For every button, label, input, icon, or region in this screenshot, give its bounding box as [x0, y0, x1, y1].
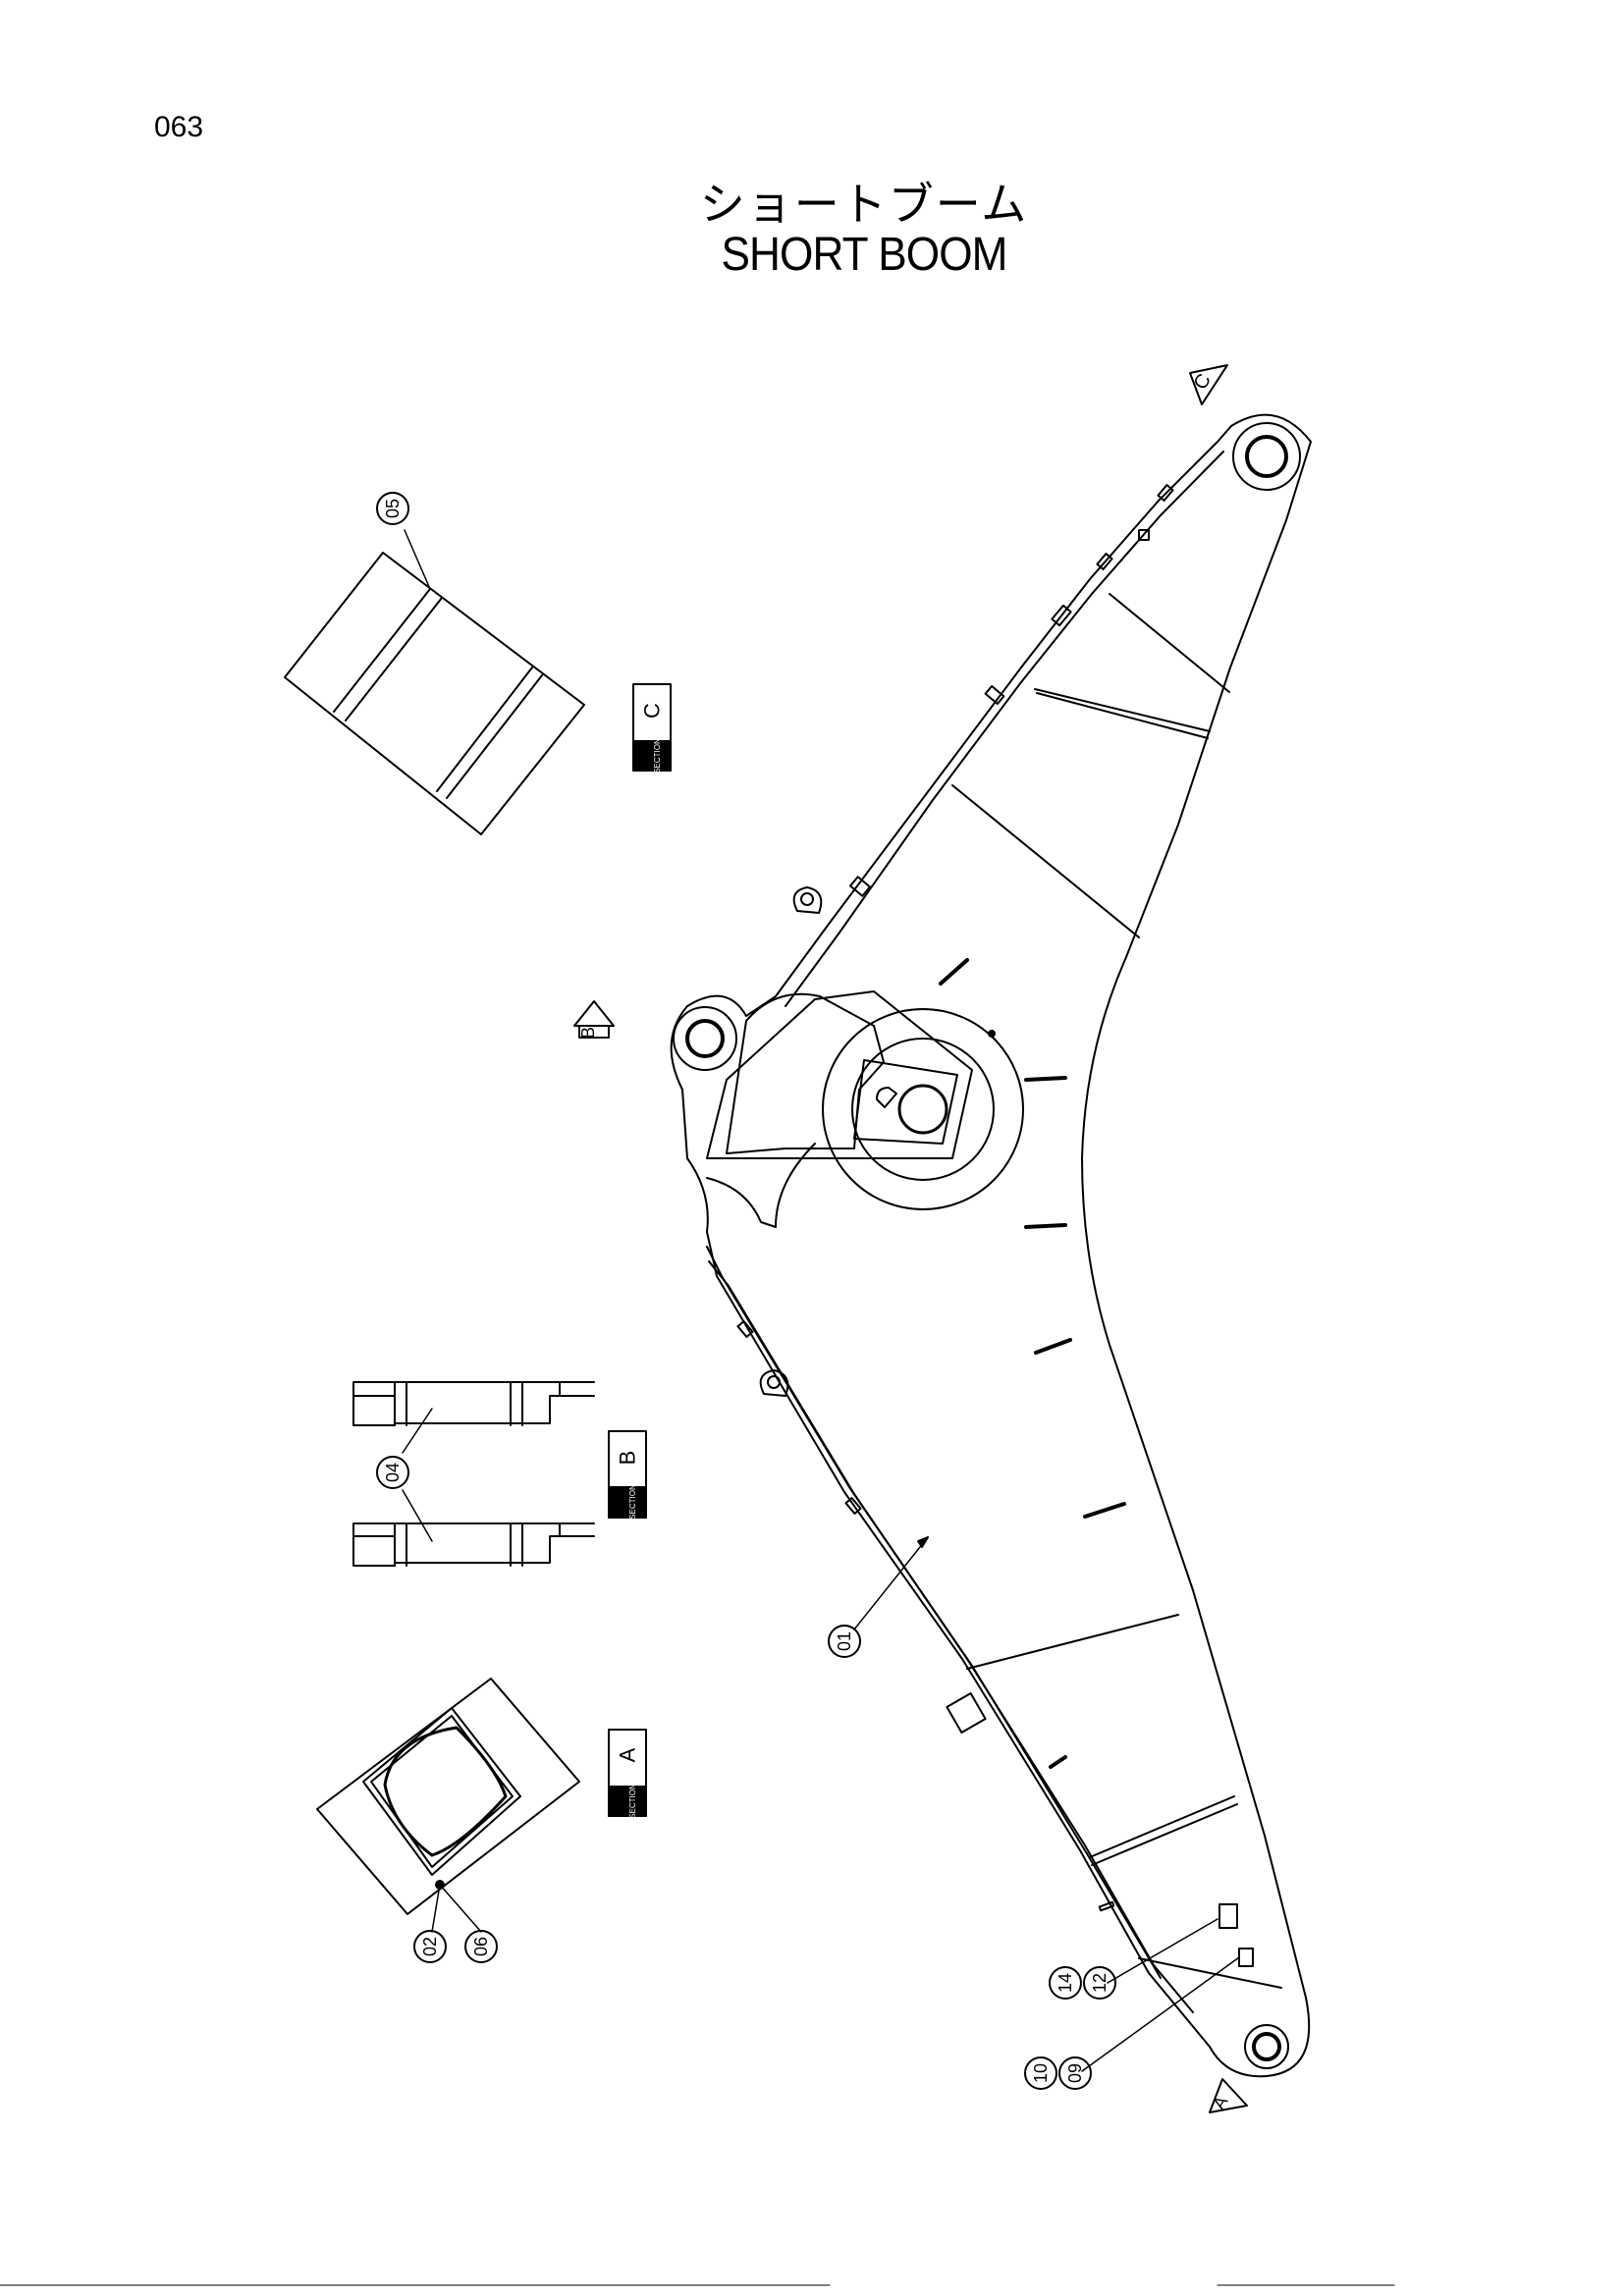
- view-arrow-b-label: B: [578, 1027, 598, 1039]
- boom-cylinder-pin: [673, 1006, 737, 1071]
- section-c-view: 05: [284, 492, 585, 835]
- title-english: SHORT BOOM: [721, 229, 1008, 281]
- section-a-label: A SECTION: [608, 1729, 647, 1819]
- boom-head-pin: [1232, 422, 1301, 491]
- callout-01: 01: [835, 1631, 854, 1651]
- section-b-label: B SECTION: [608, 1430, 647, 1520]
- section-a-view: 02 06: [316, 1678, 580, 1963]
- section-c-word: SECTION: [653, 738, 662, 774]
- boom-top-flange: [785, 451, 1224, 1007]
- section-b-letter: B: [616, 1451, 640, 1466]
- boom-center-boss: [822, 1008, 1024, 1210]
- section-c-label: C SECTION: [632, 683, 672, 774]
- callout-06: 06: [471, 1937, 491, 1956]
- callout-10: 10: [1031, 2063, 1051, 2083]
- section-a-word: SECTION: [628, 1784, 637, 1819]
- page-number: 063: [154, 111, 204, 143]
- callout-12: 12: [1090, 1973, 1110, 1993]
- callout-04: 04: [383, 1463, 403, 1482]
- view-arrow-a: A: [1209, 2078, 1248, 2113]
- callout-09: 09: [1065, 2063, 1085, 2083]
- callout-01-group: 01: [828, 1536, 929, 1658]
- title-japanese: ショートブーム: [699, 178, 1029, 231]
- callout-05: 05: [383, 499, 403, 518]
- boom-body: [670, 413, 1312, 2078]
- view-arrow-c: C: [1189, 364, 1228, 405]
- section-b-view: 04: [352, 1381, 595, 1567]
- callout-14: 14: [1056, 1973, 1075, 1993]
- callout-02: 02: [420, 1937, 440, 1956]
- view-arrow-b: B: [573, 1000, 615, 1039]
- section-a-letter: A: [616, 1747, 640, 1762]
- section-c-letter: C: [640, 703, 665, 719]
- section-b-word: SECTION: [628, 1484, 637, 1520]
- boom-outline: [670, 413, 1312, 2078]
- callout-14-12-group: 14 12: [1049, 1918, 1218, 2000]
- boom-foot-pin: [1244, 2024, 1289, 2069]
- callout-10-09-group: 10 09: [1024, 1956, 1240, 2090]
